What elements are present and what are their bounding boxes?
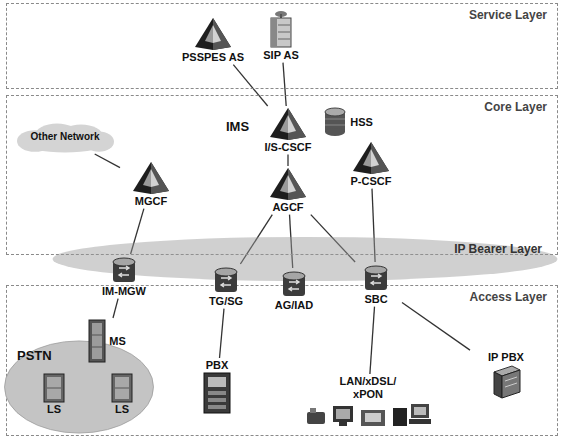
network-element: MS [83, 319, 131, 363]
layer-band: Core LayerI/S-CSCF HSS Other NetworkMGCF AG… [6, 95, 558, 255]
link-line [113, 299, 118, 318]
network-element: TG/SG [201, 265, 251, 308]
layer-band: Service LayerPSSPES AS SIP AS [6, 3, 558, 89]
device-icon [341, 141, 401, 175]
network-element: LS [105, 373, 139, 416]
node-label: PSTN [3, 339, 155, 364]
node-label: PBX [197, 359, 237, 372]
device-icon [111, 255, 137, 285]
link-line [233, 65, 267, 106]
device-icon [88, 319, 106, 363]
device-icon [268, 167, 308, 201]
network-element: AG/IAD [267, 269, 321, 312]
device-icon [105, 373, 139, 403]
device-icon [88, 319, 106, 363]
device-icon [323, 107, 347, 137]
node-label: LS [105, 403, 139, 416]
node-label: MS [109, 335, 126, 348]
network-element: LS [37, 373, 71, 416]
device-icon [203, 372, 231, 414]
node-label: AGCF [259, 201, 317, 214]
link-line [220, 309, 225, 358]
node-label: IM-MGW [96, 285, 152, 298]
device-icon [266, 9, 296, 49]
network-element: LAN/xDSL/ xPON [301, 375, 435, 428]
network-element: I/S-CSCF [256, 107, 320, 154]
device-icon [213, 265, 239, 295]
node-label: LAN/xDSL/ xPON [340, 375, 397, 400]
network-element: SBC [351, 263, 401, 306]
link-line [287, 155, 288, 166]
device-icon [363, 263, 389, 293]
link-line [283, 63, 286, 106]
device-icon [197, 372, 237, 414]
network-element: HSS [323, 107, 373, 137]
node-label: TG/SG [201, 295, 251, 308]
device-icon [281, 269, 307, 299]
node-label: SBC [351, 293, 401, 306]
network-element: PBX [197, 359, 237, 414]
group-label: IMS [226, 120, 249, 135]
link-line [370, 307, 375, 374]
network-cloud: PSTNMSLSLS [3, 339, 155, 435]
device-icon [131, 161, 171, 195]
node-label: PSSPES AS [181, 51, 245, 64]
node-label: AG/IAD [267, 299, 321, 312]
network-element: SIP AS [253, 9, 309, 62]
network-element: MGCF [121, 161, 181, 208]
device-icon [267, 269, 321, 299]
node-label: MGCF [121, 195, 181, 208]
node-label: HSS [350, 116, 373, 129]
layer-band: Access LayerIM-MGWTG/SGAG/IADSBCPSTNMSLS… [6, 285, 558, 436]
device-icon [351, 263, 401, 293]
network-element: P-CSCF [341, 141, 401, 188]
network-element: AGCF [259, 167, 317, 214]
network-element: PSSPES AS [181, 17, 245, 64]
node-label: IP Bearer Layer [50, 236, 560, 257]
device-icon [259, 167, 317, 201]
device-icon [96, 255, 152, 285]
device-icon [323, 107, 347, 137]
network-element: IM-MGW [96, 255, 152, 298]
device-icon [351, 141, 391, 175]
node-label: P-CSCF [341, 175, 401, 188]
network-cloud: Other Network [15, 123, 115, 153]
device-icon [301, 402, 435, 428]
device-icon [201, 265, 251, 295]
device-icon [111, 373, 133, 403]
device-icon [253, 9, 309, 49]
device-icon [471, 364, 541, 400]
device-icon [268, 107, 308, 141]
icon-row: MS [83, 319, 131, 363]
device-icon [181, 17, 245, 51]
device-icon [305, 402, 431, 428]
link-line [402, 303, 470, 351]
link-line [95, 154, 120, 168]
device-icon [37, 373, 71, 403]
node-label: Other Network [15, 123, 115, 143]
node-label: Core Layer [7, 96, 557, 115]
device-icon [43, 373, 65, 403]
node-label: IP PBX [471, 351, 541, 364]
node-label: I/S-CSCF [256, 141, 320, 154]
device-icon [490, 364, 522, 400]
node-label: Service Layer [7, 4, 557, 23]
node-label: SIP AS [253, 49, 309, 62]
network-element: IP PBX [471, 351, 541, 400]
node-label: LS [37, 403, 71, 416]
device-icon [121, 161, 181, 195]
device-icon [193, 17, 233, 51]
device-icon [256, 107, 320, 141]
icon-row: HSS [323, 107, 373, 137]
